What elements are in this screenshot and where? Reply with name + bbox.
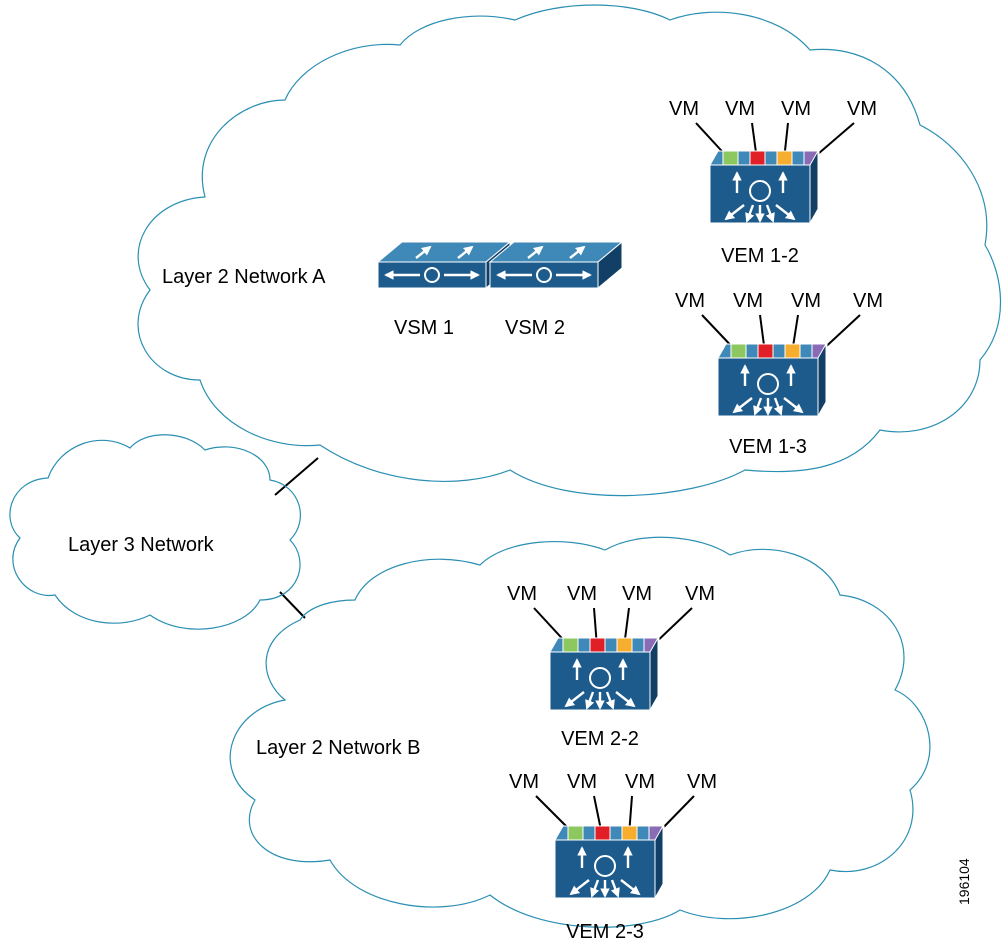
vem-label: VEM 2-2 [561, 728, 639, 750]
vm-label: VM [669, 98, 699, 120]
cloud-layer3-network [9, 434, 301, 630]
vsm-2-label: VSM 2 [505, 317, 565, 339]
vm-port [562, 637, 579, 653]
vm-port [621, 825, 638, 841]
vm-label: VM [567, 583, 597, 605]
figure-id: 196104 [956, 858, 972, 905]
cloud-layer2-network-b [229, 536, 931, 928]
vm-label: VM [625, 771, 655, 793]
network-a-label: Layer 2 Network A [162, 266, 326, 288]
vm-label: VM [733, 290, 763, 312]
vm-label: VM [675, 290, 705, 312]
link-layer3-to-network-a [274, 457, 319, 496]
vem-label: VEM 1-3 [729, 436, 807, 458]
vm-port [589, 637, 606, 653]
cloud-layer2-network-a [137, 4, 1002, 497]
vm-port [757, 343, 774, 359]
vm-port [776, 150, 793, 166]
vm-label: VM [725, 98, 755, 120]
vm-label: VM [622, 583, 652, 605]
vm-label: VM [781, 98, 811, 120]
vm-label: VM [507, 583, 537, 605]
vem-2-2: VM VM VM VM VEM 2-2 [507, 583, 715, 750]
vem-label: VEM 2-3 [566, 921, 644, 943]
vm-port [594, 825, 611, 841]
vm-label: VM [509, 771, 539, 793]
vem-1-2: VM VM VM VM VEM 1-2 [669, 98, 877, 267]
vsm-2 [488, 240, 624, 290]
vm-label: VM [847, 98, 877, 120]
vem-1-3: VM VM VM VM VEM 1-3 [675, 290, 883, 458]
vem-2-3: VM VM VM VM VEM 2-3 [509, 771, 717, 943]
layer3-network-label: Layer 3 Network [68, 534, 215, 556]
link-layer3-to-network-b [279, 591, 306, 619]
vm-port [722, 150, 739, 166]
vm-port [567, 825, 584, 841]
vm-port [730, 343, 747, 359]
vem-label: VEM 1-2 [721, 245, 799, 267]
vm-label: VM [685, 583, 715, 605]
vm-port [749, 150, 766, 166]
vm-label: VM [791, 290, 821, 312]
vm-port [616, 637, 633, 653]
vsm-1-label: VSM 1 [394, 317, 454, 339]
vm-label: VM [853, 290, 883, 312]
vm-label: VM [567, 771, 597, 793]
network-b-label: Layer 2 Network B [256, 737, 421, 759]
vm-port [784, 343, 801, 359]
vm-label: VM [687, 771, 717, 793]
